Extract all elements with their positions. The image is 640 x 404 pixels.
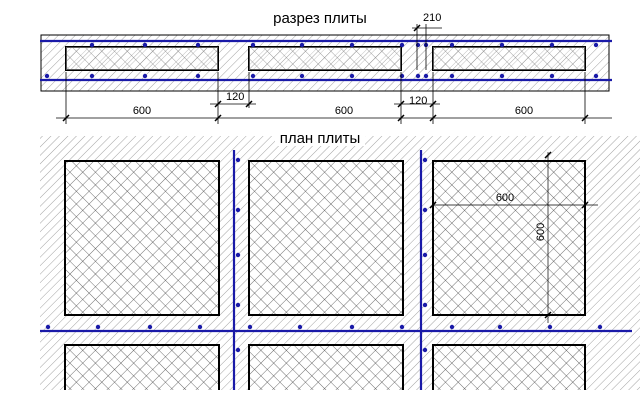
- section-view: разрез плиты 210: [40, 10, 612, 124]
- rebar-point: [44, 73, 50, 79]
- rebar-point: [422, 302, 428, 308]
- rebar-point: [299, 73, 305, 79]
- rebar-point: [422, 347, 428, 353]
- rebar-point: [399, 42, 405, 48]
- dim-label-insert-a: 600: [133, 105, 151, 117]
- rebar-point: [422, 252, 428, 258]
- rebar-point: [547, 324, 553, 330]
- plan-title: план плиты: [280, 130, 361, 147]
- rebar-point: [235, 302, 241, 308]
- plan-insert: [64, 344, 220, 390]
- rebar-point: [45, 324, 51, 330]
- rebar-point: [449, 324, 455, 330]
- dim-label-gap-b: 120: [409, 95, 427, 107]
- rebar-point: [89, 73, 95, 79]
- plan-insert: [432, 344, 586, 390]
- rebar-point: [235, 207, 241, 213]
- rib-dim-label: 210: [423, 12, 441, 24]
- plan-insert: [432, 160, 586, 316]
- rebar-point: [247, 324, 253, 330]
- rebar-point: [142, 42, 148, 48]
- rebar-point: [147, 324, 153, 330]
- insert-block: [432, 46, 586, 71]
- rebar-point: [549, 73, 555, 79]
- dimension-chain: 600 120 600 120 600: [56, 72, 612, 124]
- rebar-point: [415, 73, 421, 79]
- rebar-point: [497, 324, 503, 330]
- rebar-point: [423, 73, 429, 79]
- rebar-point: [297, 324, 303, 330]
- rebar-point: [299, 42, 305, 48]
- rebar-point: [349, 42, 355, 48]
- rebar-point: [593, 42, 599, 48]
- plan-rebar-points: [45, 157, 603, 353]
- plan-dimensions: 600 600: [429, 151, 598, 323]
- plan-width-label: 600: [496, 192, 514, 204]
- rebar-points: [44, 42, 599, 79]
- rebar-point: [499, 73, 505, 79]
- rebar-point: [195, 42, 201, 48]
- rebar-point: [95, 324, 101, 330]
- rebar-point: [235, 252, 241, 258]
- rebar-point: [449, 42, 455, 48]
- rebar-point: [549, 42, 555, 48]
- insert-block: [65, 46, 219, 71]
- dim-label-gap-a: 120: [226, 91, 244, 103]
- rebar-point: [597, 324, 603, 330]
- plan-view: 600 600 план плиты: [40, 130, 640, 390]
- rebar-point: [499, 42, 505, 48]
- rebar-point: [349, 73, 355, 79]
- rebar-point: [349, 324, 355, 330]
- rebar-point: [235, 347, 241, 353]
- rebar-point: [89, 42, 95, 48]
- plan-insert: [248, 344, 404, 390]
- rebar-point: [197, 324, 203, 330]
- dim-label-insert-b: 600: [335, 105, 353, 117]
- rebar-point: [593, 73, 599, 79]
- rebar-point: [142, 73, 148, 79]
- rebar-point: [250, 73, 256, 79]
- rebar-point: [235, 157, 241, 163]
- plan-insert: [248, 160, 404, 316]
- plan-height-label: 600: [535, 223, 547, 241]
- rebar-point: [422, 207, 428, 213]
- rebar-point: [449, 73, 455, 79]
- insert-block: [248, 46, 402, 71]
- section-title: разрез плиты: [273, 10, 367, 27]
- rebar-point: [399, 324, 405, 330]
- rebar-point: [422, 157, 428, 163]
- rebar-point: [250, 42, 256, 48]
- dimension-rib: 210: [412, 12, 442, 70]
- rebar-point: [399, 73, 405, 79]
- dim-label-insert-c: 600: [515, 105, 533, 117]
- rebar-point: [195, 73, 201, 79]
- rebar-point: [415, 42, 421, 48]
- plan-insert: [64, 160, 220, 316]
